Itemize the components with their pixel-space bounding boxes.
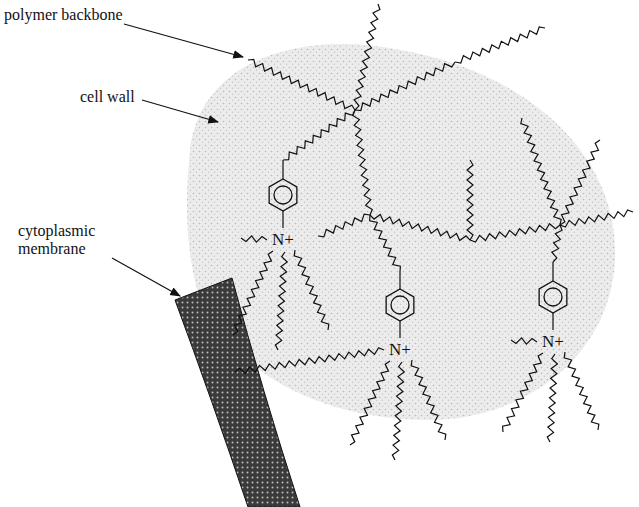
alkyl-chain — [275, 252, 287, 350]
alkyl-chain — [353, 110, 373, 215]
alkyl-chain — [547, 354, 557, 442]
alkyl-chain — [241, 236, 267, 242]
alkyl-chain — [235, 348, 384, 374]
alkyl-chain — [470, 224, 560, 242]
alkyl-chain — [511, 338, 537, 344]
bond-line — [552, 313, 553, 330]
aromatic-circle — [544, 288, 562, 306]
alkyl-chain — [560, 210, 633, 227]
alkyl-chain — [355, 62, 455, 111]
leader-arrow — [124, 24, 243, 57]
alkyl-chain — [248, 59, 355, 110]
alkyl-chain — [552, 225, 562, 262]
alkyl-chain — [455, 27, 545, 63]
ammonium-label: N+ — [272, 231, 294, 249]
alkyl-chain — [521, 118, 561, 225]
phenyl-rings — [269, 179, 567, 321]
alkyl-chain — [560, 140, 600, 225]
alkyl-chain — [233, 251, 273, 335]
bond-line — [552, 262, 553, 281]
alkyl-chain — [503, 353, 543, 432]
alkyl-chain — [354, 4, 380, 110]
alkyl-chain — [370, 214, 470, 240]
leader-arrow — [142, 100, 218, 122]
bond-line — [399, 321, 400, 338]
alkyl-chain — [283, 110, 355, 160]
alkyl-chain — [318, 214, 370, 237]
phenyl-ring — [269, 179, 297, 211]
alkyl-chain — [294, 250, 329, 330]
bond-line — [282, 160, 283, 179]
phenyl-ring — [539, 281, 567, 313]
alkyl-chain — [411, 360, 446, 440]
phenyl-ring — [386, 289, 414, 321]
aromatic-circle — [274, 186, 292, 204]
alkyl-chain — [350, 361, 390, 445]
polymer-chains — [233, 4, 633, 460]
part-label: cell wall — [80, 88, 160, 106]
alkyl-chain — [564, 352, 599, 430]
part-label: cytoplasmic membrane — [18, 222, 118, 258]
aromatic-circle — [391, 296, 409, 314]
leader-arrow — [112, 258, 180, 296]
ammonium-label: N+ — [389, 341, 411, 359]
bond-line — [282, 211, 283, 228]
alkyl-chain — [392, 362, 404, 460]
bond-line — [399, 272, 400, 289]
alkyl-chain — [467, 160, 473, 240]
alkyl-chain — [370, 215, 401, 272]
ammonium-label: N+ — [542, 333, 564, 351]
part-label: polymer backbone — [4, 6, 144, 24]
